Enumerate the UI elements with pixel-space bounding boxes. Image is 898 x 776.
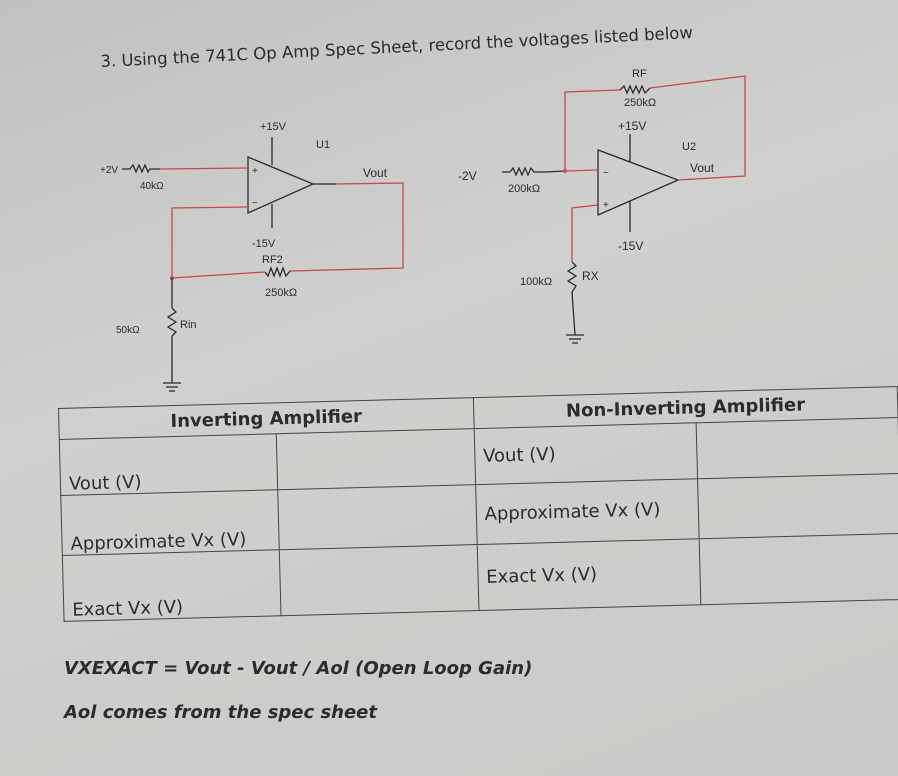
opamp-u1: [247, 156, 315, 215]
row-label: Exact Vx (V): [62, 549, 281, 622]
rin-value: 200kΩ: [508, 183, 540, 195]
noninverting-exact-vx-cell[interactable]: [698, 533, 898, 605]
rf-label: RF: [632, 68, 647, 80]
vcc-label: +15V: [260, 121, 287, 133]
aol-note: Aol comes from the spec sheet: [64, 702, 377, 723]
inverting-circuit: + − +15V U1 -15V +2V 40kΩ Vout RF2 250kΩ…: [100, 121, 404, 392]
row-label: Vout (V): [59, 433, 278, 496]
rf-value: 250kΩ: [624, 97, 656, 109]
noninverting-vout-cell[interactable]: [695, 417, 898, 479]
minus-sign: −: [252, 198, 258, 209]
plus-sign: +: [252, 166, 258, 177]
row-label: Approximate Vx (V): [60, 489, 279, 556]
rf2-label: RF2: [262, 254, 283, 266]
u1-label: U1: [316, 139, 330, 151]
rin-label: Rin: [180, 319, 197, 331]
noninverting-circuit: − + +15V U2 -15V Vout RF 250kΩ -2V 200kΩ…: [458, 68, 746, 344]
u2-label: U2: [682, 141, 696, 153]
rx-value: 100kΩ: [520, 276, 552, 288]
row-label: Approximate Vx (V): [475, 478, 699, 545]
vee-label: -15V: [252, 238, 276, 250]
opamp-u2: [597, 149, 680, 216]
input-voltage: +2V: [100, 165, 118, 176]
resistor-rin: [166, 307, 178, 337]
inverting-approx-vx-cell[interactable]: [277, 484, 477, 550]
resistor-rf: [619, 84, 651, 95]
plus-sign: +: [603, 200, 609, 211]
formula-text: VXEXACT = Vout - Vout / Aol (Open Loop G…: [64, 658, 533, 679]
minus-sign: −: [603, 168, 609, 179]
vout-label: Vout: [363, 166, 388, 180]
ground-icon: [163, 382, 181, 392]
vout-label: Vout: [690, 161, 715, 175]
row-label: Vout (V): [473, 422, 698, 485]
resistor-rf2: [264, 266, 291, 278]
inverting-exact-vx-cell[interactable]: [278, 544, 479, 616]
row-label: Exact Vx (V): [476, 538, 701, 611]
rin-value: 50kΩ: [116, 325, 140, 336]
rx-label: RX: [582, 269, 599, 283]
vcc-label: +15V: [618, 119, 646, 133]
inverting-vout-cell[interactable]: [275, 428, 476, 490]
input-voltage: -2V: [458, 169, 477, 183]
resistor-200k: [509, 166, 545, 177]
r-series-value: 40kΩ: [140, 181, 164, 192]
ground-icon: [566, 334, 584, 344]
results-table: Inverting Amplifier Non-Inverting Amplif…: [58, 386, 898, 622]
noninverting-approx-vx-cell[interactable]: [697, 473, 898, 539]
vee-label: -15V: [618, 239, 643, 253]
resistor-rx: [566, 261, 578, 293]
rf2-value: 250kΩ: [265, 287, 297, 299]
resistor-40k: [129, 163, 160, 174]
